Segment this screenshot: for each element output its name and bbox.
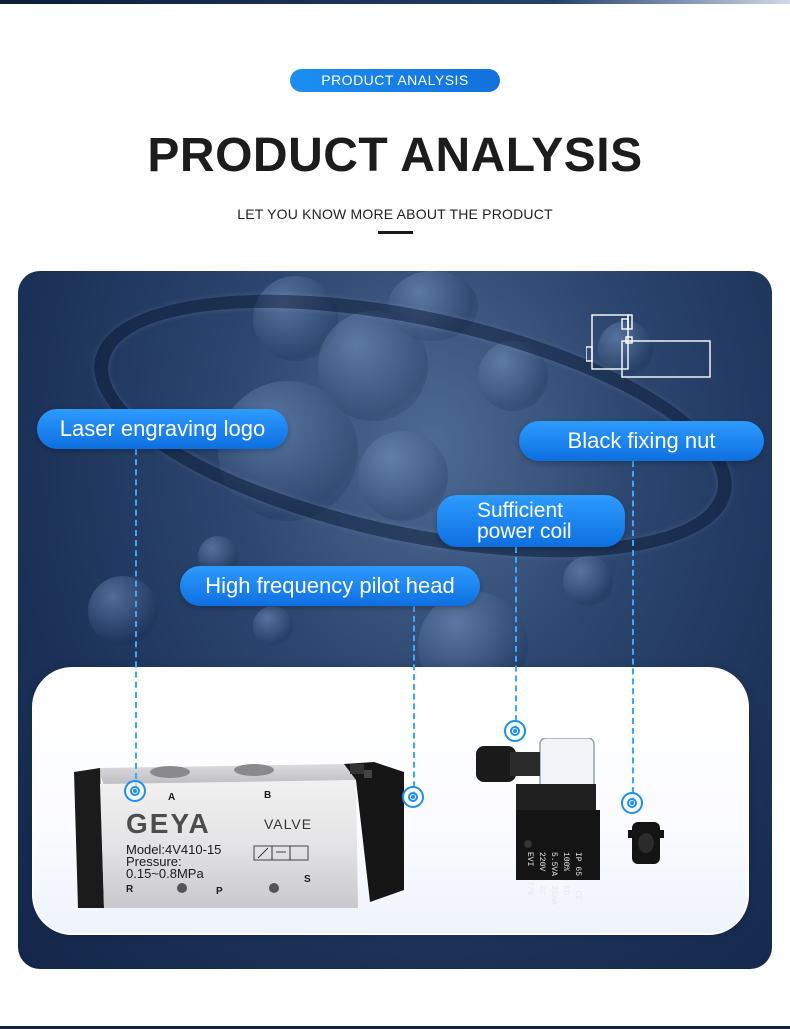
leader-line-logo [135, 449, 137, 789]
callout-black-fixing-nut: Black fixing nut [519, 421, 764, 461]
bottom-rule [0, 1026, 790, 1029]
port-p-label: P [216, 886, 223, 897]
pressure-label: Pressure: [126, 854, 182, 869]
callout-power-coil-line-1: Sufficient [477, 499, 563, 522]
coil-spec-3: 5.5VA 25mA [549, 852, 558, 905]
coil-graphic [476, 737, 600, 880]
bubble-decoration [88, 576, 158, 646]
title-underline [378, 231, 413, 234]
solenoid-valve-image: GEYA VALVE Model:4V410-15 Pressure: 0.15… [74, 762, 460, 908]
model-label: Model:4V410-15 [126, 842, 222, 857]
bubble-decoration [358, 431, 448, 521]
leader-line-nut [632, 461, 634, 803]
callout-sufficient-power-coil: Sufficient power coil [437, 495, 625, 547]
coil-spec-1: EVI 7/9 [525, 852, 534, 896]
marker-logo [124, 780, 146, 802]
valve-type-label: VALVE [264, 816, 313, 832]
solenoid-coil-image: EVI 7/9 220V AC 5.5VA 25mA 100% ED IP 65… [476, 737, 606, 905]
leader-line-pilot [413, 606, 415, 797]
pressure-value: 0.15~0.8MPa [126, 866, 204, 881]
marker-fixing-nut [621, 792, 643, 814]
marker-pilot-head [402, 786, 424, 808]
fixing-nut-image [628, 822, 664, 864]
bubble-decoration [218, 381, 358, 521]
top-rule [0, 0, 790, 4]
port-b-label: B [264, 790, 272, 801]
callout-high-frequency-pilot-head: High frequency pilot head [180, 566, 480, 606]
page-subtitle: LET YOU KNOW MORE ABOUT THE PRODUCT [237, 206, 553, 222]
page-title: PRODUCT ANALYSIS [147, 129, 643, 182]
port-a-label: A [168, 792, 176, 803]
brand-logo: GEYA [126, 808, 211, 839]
bubble-decoration [598, 321, 653, 376]
callout-power-coil-line-2: power coil [477, 520, 572, 543]
coil-spec-5: IP 65 CE [573, 852, 582, 901]
marker-power-coil [504, 720, 526, 742]
section-tag: PRODUCT ANALYSIS [290, 69, 500, 92]
coil-spec-2: 220V AC [537, 852, 546, 896]
port-s-label: S [304, 874, 311, 885]
callout-laser-engraving-logo: Laser engraving logo [37, 409, 288, 449]
valve-body-graphic [74, 762, 460, 908]
bubble-decoration [253, 606, 293, 646]
leader-line-coil [515, 547, 517, 731]
port-r-label: R [126, 884, 134, 895]
bubble-decoration [478, 341, 548, 411]
valve-schematic-icon [586, 314, 711, 378]
bubble-decoration [388, 271, 478, 341]
coil-spec-4: 100% ED [561, 852, 570, 896]
bubble-decoration [563, 556, 613, 606]
